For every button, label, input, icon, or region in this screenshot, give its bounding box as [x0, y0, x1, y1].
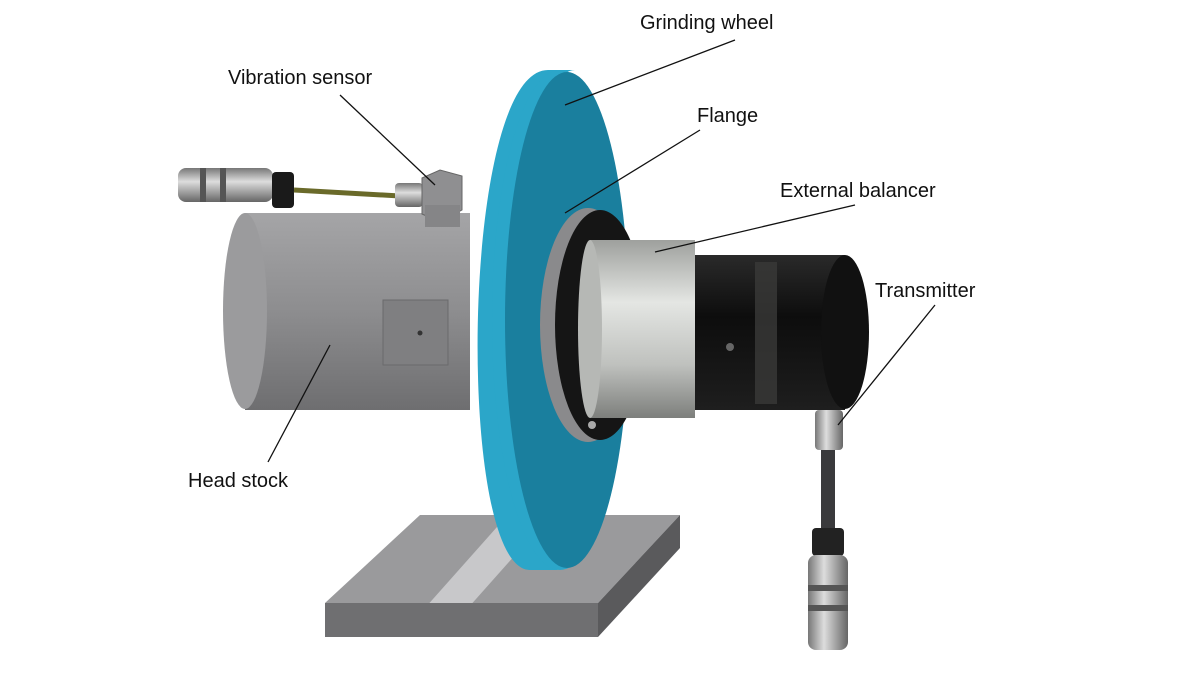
head-stock: [223, 213, 470, 410]
transmitter: [695, 255, 869, 650]
grinding-wheel-label: Grinding wheel: [640, 12, 773, 34]
external-balancer-leader: [654, 204, 856, 253]
grinding-wheel-leader: [564, 39, 736, 106]
flange-leader: [564, 129, 701, 214]
external-balancer-label: External balancer: [780, 180, 936, 202]
flange-label: Flange: [697, 105, 758, 127]
vibration-sensor: [178, 168, 463, 227]
vibration-sensor-leader: [339, 94, 436, 186]
transmitter-label: Transmitter: [875, 280, 976, 302]
vibration-sensor-label: Vibration sensor: [228, 67, 373, 89]
head-stock-label: Head stock: [188, 470, 289, 492]
external-balancer: [578, 240, 695, 418]
transmitter-leader: [837, 304, 936, 426]
head-stock-leader: [267, 344, 331, 463]
